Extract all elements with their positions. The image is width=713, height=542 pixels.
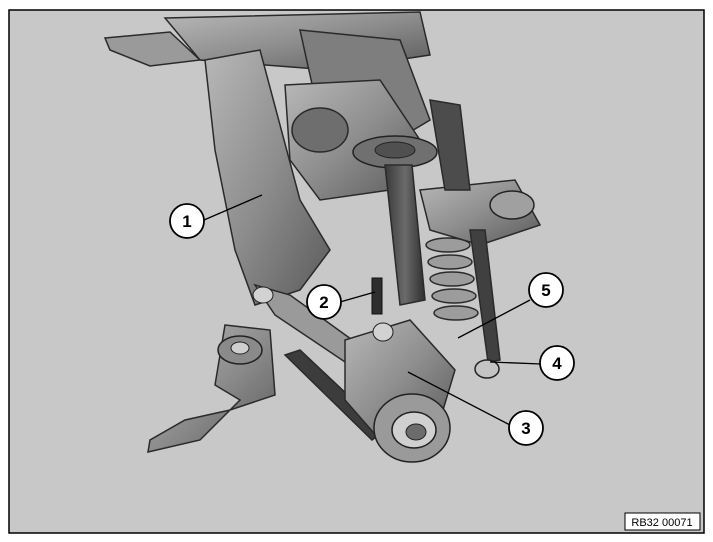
leader-line-3 [407, 371, 511, 426]
callout-3: 3 [508, 410, 544, 446]
leader-line-2 [339, 291, 376, 303]
callout-4-number: 4 [552, 354, 562, 373]
leader-line-4 [489, 361, 542, 365]
callout-5-number: 5 [541, 281, 550, 300]
callout-5: 5 [528, 272, 564, 308]
reference-code: RB32 00071 [631, 517, 692, 529]
reference-code-box: RB32 00071 [624, 512, 701, 531]
callout-4: 4 [539, 345, 575, 381]
callout-1-number: 1 [182, 212, 191, 231]
leader-line-5 [457, 299, 531, 339]
callout-2: 2 [306, 284, 342, 320]
callout-3-number: 3 [521, 419, 530, 438]
rear-axle-illustration [103, 11, 542, 463]
coil-spring [425, 237, 479, 321]
callout-2-number: 2 [319, 293, 328, 312]
callout-1: 1 [169, 203, 205, 239]
leader-line-1 [203, 194, 263, 221]
leader-lines [203, 194, 542, 426]
